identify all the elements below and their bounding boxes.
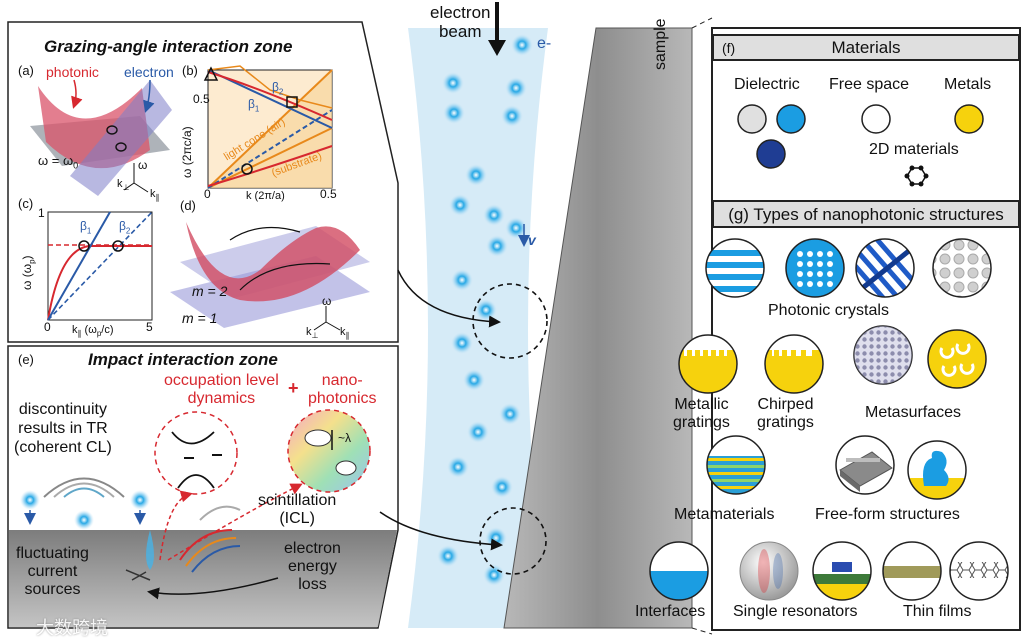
photonic-label: photonic — [46, 64, 99, 80]
axis-kpar-a: k∥ — [150, 188, 160, 203]
panel-c-graphic — [47, 211, 153, 321]
beta2-label-b: β2 — [272, 80, 284, 97]
m1-label: m = 1 — [182, 310, 218, 326]
panel-c-xlabel: k∥ (ωp/c) — [72, 324, 114, 339]
structures-header: (g) Types of nanophotonic structures — [712, 200, 1020, 228]
axis-kpar-d: k∥ — [340, 326, 350, 341]
panel-b-tag: (b) — [182, 63, 198, 78]
nanophotonics-label: nano- photonics — [308, 372, 377, 407]
free-space-label: Free space — [829, 76, 910, 93]
materials-title: Materials — [831, 38, 901, 57]
materials-header: (f) Materials — [712, 34, 1020, 61]
grazing-zone-frame — [7, 21, 399, 343]
interfaces-label: Interfaces — [635, 603, 706, 620]
electron-beam — [408, 28, 548, 628]
photonic-crystals-graphic — [705, 238, 992, 298]
panel-e-tag: (e) — [18, 352, 34, 367]
axis-omega-d: ω — [322, 294, 332, 308]
materials-graphic — [737, 104, 984, 187]
electron-label: e- — [537, 35, 552, 52]
panel-b-xtick-05: 0.5 — [320, 187, 337, 201]
panel-b-xlabel: k (2π/a) — [246, 190, 285, 202]
plus-sign: + — [288, 378, 299, 398]
panel-b-xtick-0: 0 — [204, 187, 211, 201]
occupation-label: occupation level dynamics — [164, 372, 279, 407]
2d-materials-label: 2D materials — [869, 141, 959, 158]
sample-label: sample — [652, 18, 669, 70]
panel-b-graphic — [203, 65, 333, 189]
fluctuating-label: fluctuating current sources — [16, 545, 89, 598]
single-resonators-label: Single resonators — [733, 603, 858, 620]
gratings-graphic — [678, 325, 987, 394]
panel-a-graphic — [30, 79, 172, 196]
watermark: 大数跨境 — [36, 618, 108, 638]
grazing-zoom-circle — [472, 283, 548, 359]
free-form-label: Free-form structures — [815, 506, 960, 523]
materials-tag: (f) — [722, 40, 736, 56]
structures-title: (g) Types of nanophotonic structures — [728, 205, 1004, 224]
beta1-label-c: β1 — [80, 219, 92, 236]
panel-b-ytick: 0.5 — [193, 92, 210, 106]
energy-loss-label: electron energy loss — [284, 540, 341, 593]
m2-label: m = 2 — [192, 283, 228, 299]
beta1-label-b: β1 — [248, 97, 260, 114]
panel-c-xtick-5: 5 — [146, 320, 153, 334]
lambda-label: ~λ — [338, 431, 352, 445]
electron-beam-label: electron beam — [430, 3, 491, 41]
thin-films-label: Thin films — [903, 603, 972, 620]
metamaterials-label: Metamaterials — [674, 506, 775, 523]
metals-label: Metals — [944, 76, 992, 93]
axis-omega-a: ω — [138, 158, 148, 172]
impact-zoom-circle — [479, 507, 547, 575]
electron-label-a: electron — [124, 64, 174, 80]
panel-c-ylabel: ω (ωp) — [20, 255, 37, 290]
dielectric-label: Dielectric — [734, 76, 800, 93]
panel-d-graphic — [170, 222, 370, 331]
panel-a-tag: (a) — [18, 63, 34, 78]
panel-c-tag: (c) — [18, 196, 34, 211]
chirped-gratings-label: Chirped gratings — [757, 396, 814, 431]
scintillation-label: scintillation (ICL) — [258, 492, 337, 527]
impact-zone-frame — [7, 345, 399, 629]
velocity-label: v — [528, 232, 536, 248]
electron-dots — [437, 34, 533, 586]
metasurfaces-label: Metasurfaces — [865, 404, 962, 421]
beta2-label-c: β2 — [119, 219, 131, 236]
impact-zone-title: Impact interaction zone — [88, 350, 278, 369]
panel-d-tag: (d) — [180, 198, 196, 213]
metamaterials-graphic — [706, 435, 967, 500]
panel-c-ytick-1: 1 — [38, 206, 45, 220]
photonic-crystals-label: Photonic crystals — [768, 302, 889, 319]
bottom-structures-graphic — [649, 541, 1009, 601]
panel-c-xtick-0: 0 — [44, 320, 51, 334]
panel-e-graphic — [20, 409, 371, 600]
omega-eq-label: ω = ω0 — [38, 153, 79, 171]
discontinuity-label: discontinuity results in TR (coherent CL… — [14, 401, 112, 456]
axis-kperp-a: k⊥ — [117, 178, 130, 193]
panel-b-ylabel: ω (2πc/a) — [180, 126, 194, 178]
axis-kperp-d: k⊥ — [306, 326, 319, 341]
grazing-zone-title: Grazing-angle interaction zone — [44, 37, 293, 56]
metallic-gratings-label: Metallic gratings — [673, 396, 730, 431]
